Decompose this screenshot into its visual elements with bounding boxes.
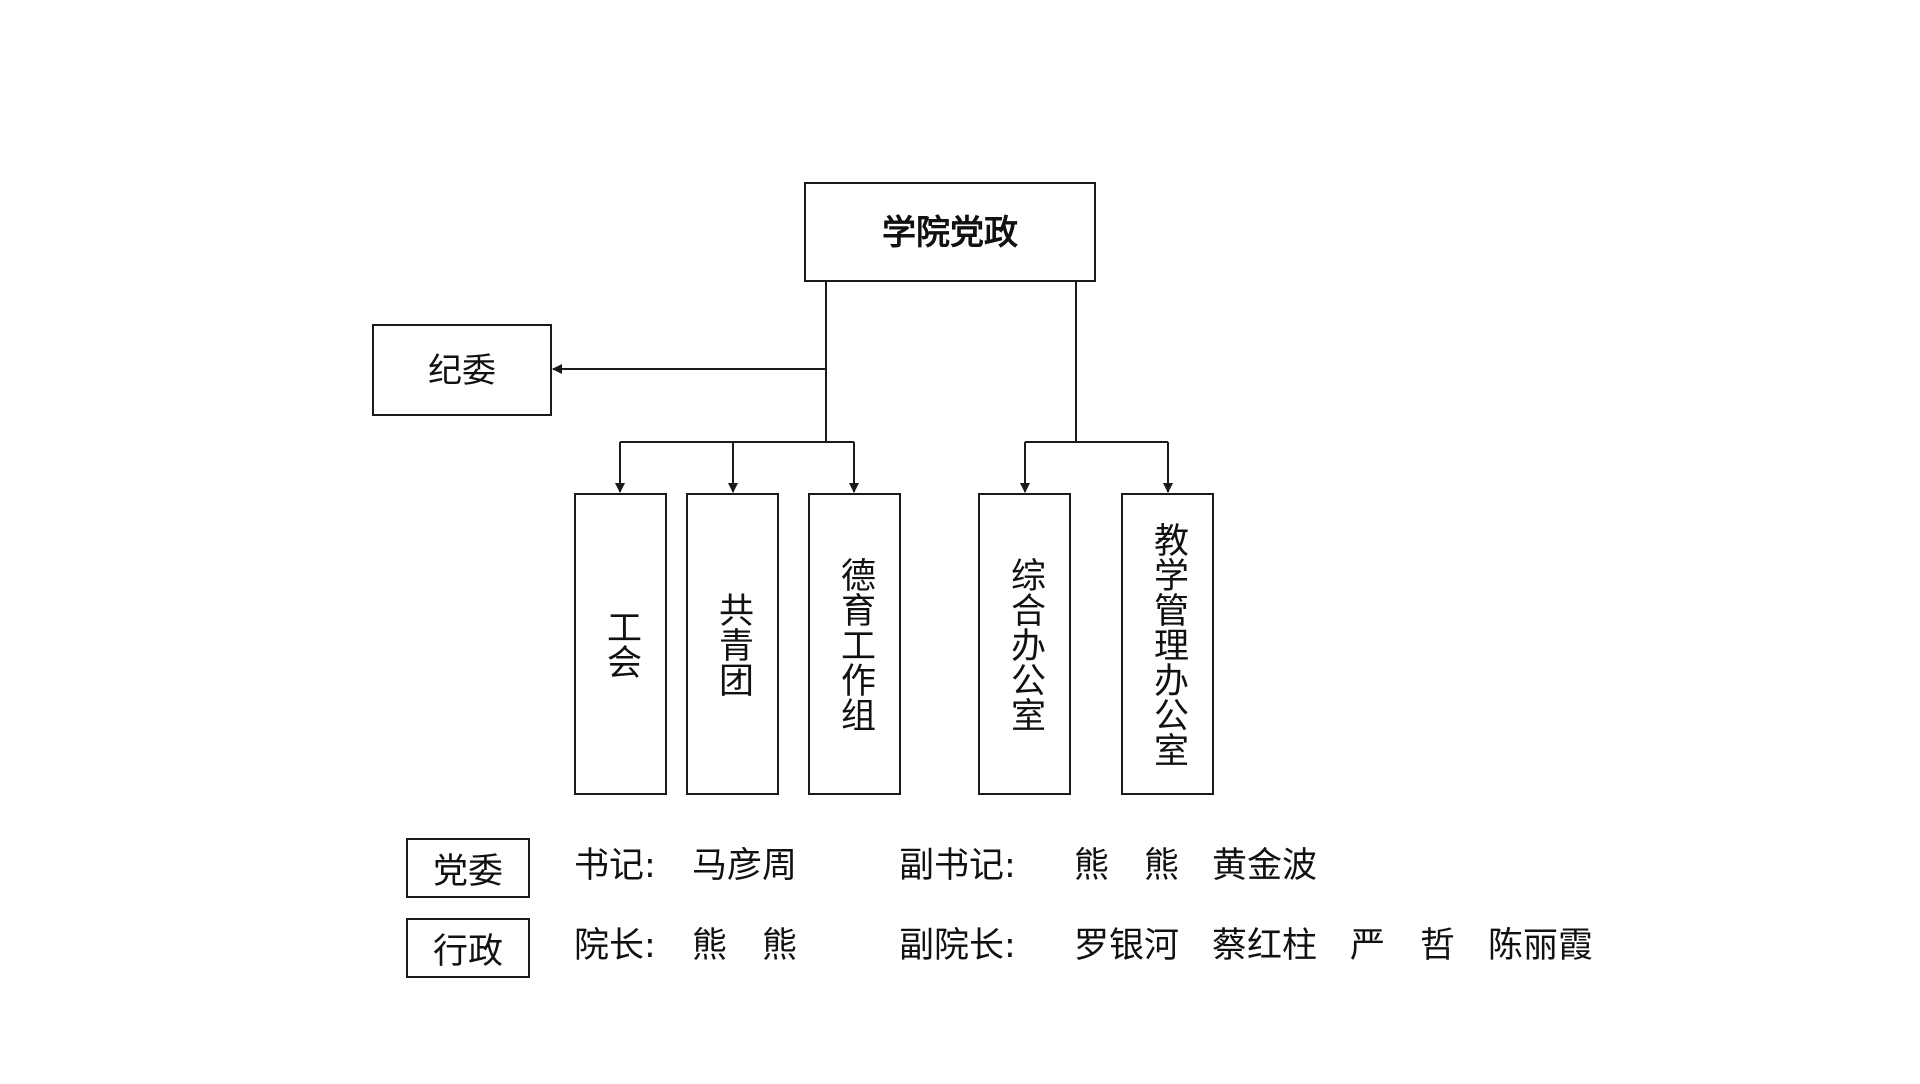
roster-admin-head-name: 熊 熊 bbox=[692, 926, 798, 966]
node-left-2-box bbox=[808, 493, 901, 795]
node-side-box bbox=[372, 324, 552, 416]
node-root: 学院党政 bbox=[804, 182, 1096, 282]
roster-admin-deputy-1: 蔡红柱 bbox=[1212, 926, 1318, 966]
node-root-box bbox=[804, 182, 1096, 282]
node-left-0-box bbox=[574, 493, 667, 795]
node-right-0-label: 综合办公室 bbox=[1005, 556, 1045, 732]
edges bbox=[552, 281, 1173, 493]
node-side: 纪委 bbox=[372, 324, 552, 416]
node-left-0-label: 工会 bbox=[601, 609, 641, 679]
roster-admin-head-title: 院长: bbox=[574, 926, 656, 966]
node-side-label: 纪委 bbox=[428, 351, 496, 391]
roster-party-head-name: 马彦周 bbox=[692, 846, 798, 886]
roster-admin-tag: 行政 bbox=[406, 918, 530, 978]
node-left-1-box bbox=[686, 493, 779, 795]
roster-admin-deputy-2: 严 哲 bbox=[1350, 926, 1456, 966]
roster-admin-deputy-3: 陈丽霞 bbox=[1488, 926, 1594, 966]
node-root-label: 学院党政 bbox=[882, 213, 1018, 253]
roster-party-deputy-title: 副书记: bbox=[899, 846, 1016, 886]
roster-party-deputy-1: 黄金波 bbox=[1212, 846, 1318, 886]
node-right-0-box bbox=[978, 493, 1071, 795]
node-left-1-label: 共青团 bbox=[713, 591, 753, 697]
roster-admin-deputy-0: 罗银河 bbox=[1074, 926, 1180, 966]
node-left-2-label: 德育工作组 bbox=[835, 556, 875, 732]
roster-party-tag: 党委 bbox=[406, 838, 530, 898]
roster-party-head-title: 书记: bbox=[574, 846, 656, 886]
node-right-1-box bbox=[1121, 493, 1214, 795]
node-right-1-label: 教学管理办公室 bbox=[1148, 521, 1188, 767]
roster-admin-deputy-title: 副院长: bbox=[899, 926, 1016, 966]
roster-party-deputy-0: 熊 熊 bbox=[1074, 846, 1180, 886]
